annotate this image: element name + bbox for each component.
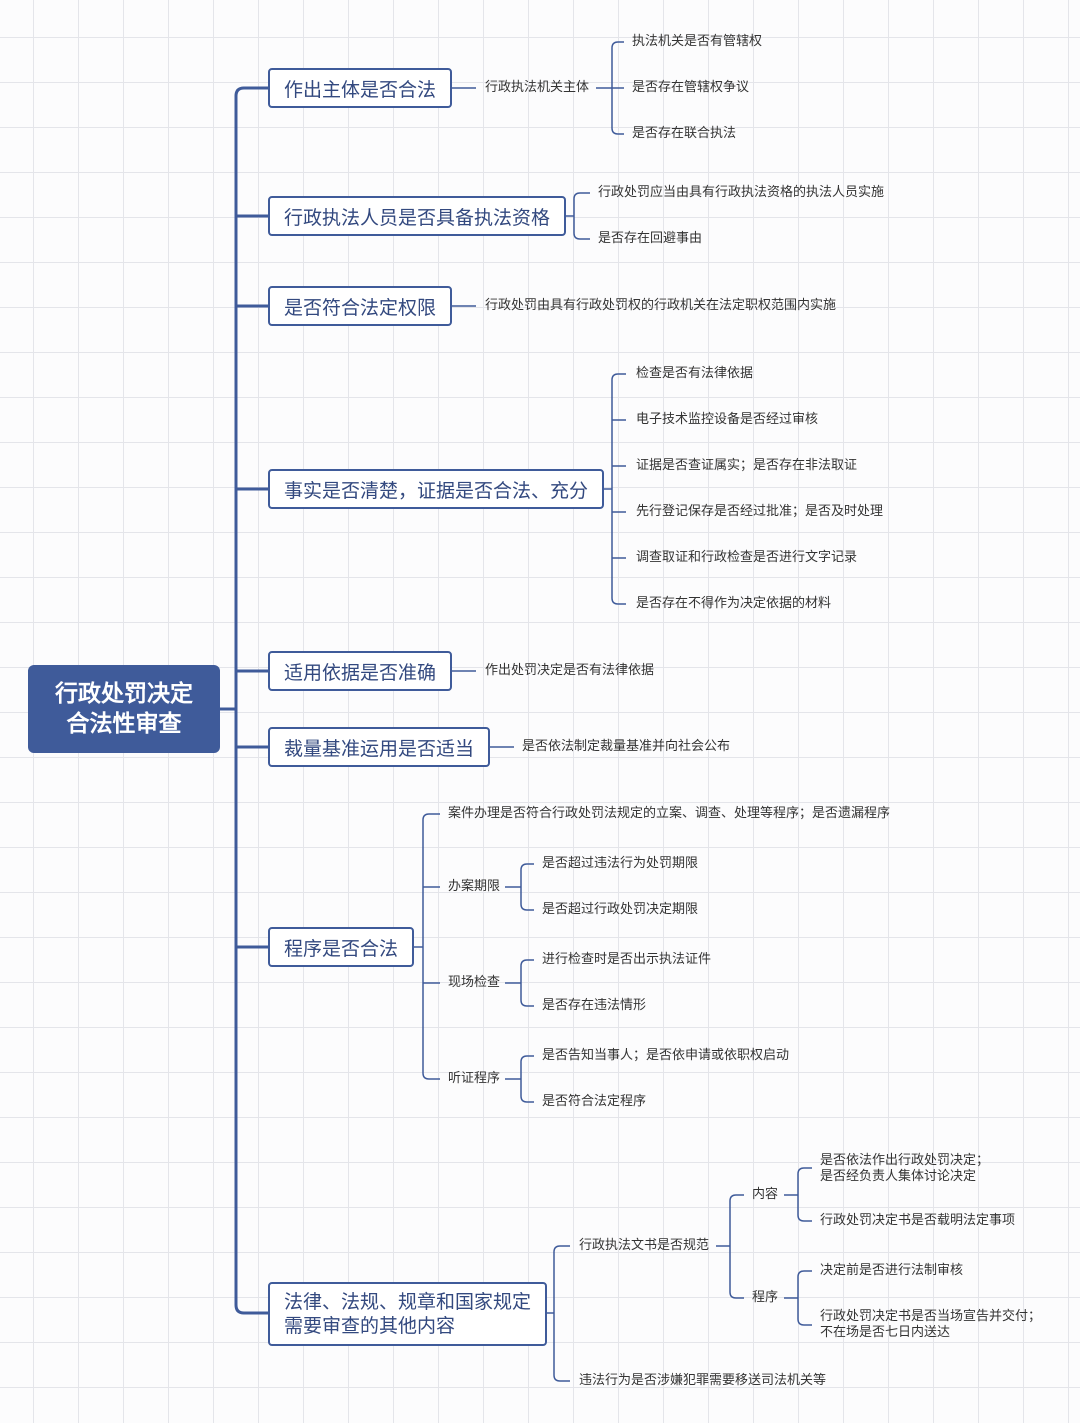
- leaf-jurisdiction-dispute: 是否存在管辖权争议: [632, 80, 750, 95]
- leaf-written-records: 调查取证和行政检查是否进行文字记录: [636, 550, 858, 565]
- leaf-criminal-transfer: 违法行为是否涉嫌犯罪需要移送司法机关等: [579, 1373, 827, 1388]
- leaf-delivery-line1: 行政处罚决定书是否当场宣告并交付；: [820, 1309, 1042, 1324]
- category-other-line1: 法律、法规、规章和国家规定: [284, 1291, 532, 1313]
- leaf-delivery-line2: 不在场是否七日内送达: [820, 1325, 951, 1340]
- leaf-excluded-materials: 是否存在不得作为决定依据的材料: [636, 596, 832, 611]
- bracket-cat2: [573, 192, 590, 240]
- bracket-cat1: [611, 41, 624, 135]
- category-procedure-legality: 程序是否合法: [268, 927, 415, 967]
- category-other-line2: 需要审查的其他内容: [284, 1315, 456, 1337]
- leaf-delivery: 行政处罚决定书是否当场宣告并交付；不在场是否七日内送达: [820, 1309, 1041, 1341]
- leaf-case-procedure: 案件办理是否符合行政处罚法规定的立案、调查、处理等程序；是否遗漏程序: [448, 806, 891, 821]
- leaf-monitoring-equipment: 电子技术监控设备是否经过审核: [636, 412, 819, 427]
- sub-node-enforcement-body: 行政执法机关主体: [485, 80, 590, 95]
- leaf-qualified-personnel: 行政处罚应当由具有行政执法资格的执法人员实施: [598, 185, 885, 200]
- bracket-deadline: [520, 863, 534, 911]
- sub-node-document-standard: 行政执法文书是否规范: [579, 1238, 710, 1253]
- sub-node-hearing: 听证程序: [448, 1071, 501, 1086]
- bracket-document: [729, 1194, 744, 1299]
- root-title-line1: 行政处罚决定: [55, 681, 193, 707]
- bracket-content: [797, 1167, 812, 1222]
- bracket-cat4: [611, 373, 626, 605]
- leaf-jurisdiction: 执法机关是否有管辖权: [632, 34, 763, 49]
- leaf-show-credentials: 进行检查时是否出示执法证件: [542, 952, 712, 967]
- leaf-illegal-conduct: 是否存在违法情形: [542, 998, 647, 1013]
- root-node: 行政处罚决定合法性审查: [28, 665, 220, 753]
- sub-node-case-deadline: 办案期限: [448, 879, 501, 894]
- leaf-decision-discussion-line1: 是否依法作出行政处罚决定；: [820, 1153, 990, 1168]
- root-title-line2: 合法性审查: [66, 711, 182, 737]
- category-statutory-authority: 是否符合法定权限: [268, 286, 453, 326]
- leaf-decision-basis: 作出处罚决定是否有法律依据: [485, 663, 655, 678]
- category-legal-basis: 适用依据是否准确: [268, 651, 453, 691]
- category-personnel-qualification: 行政执法人员是否具备执法资格: [268, 196, 567, 236]
- bracket-cat7: [422, 813, 440, 1080]
- main-trunk: [234, 86, 268, 1315]
- leaf-evidence-verified: 证据是否查证属实；是否存在非法取证: [636, 458, 858, 473]
- category-facts-evidence: 事实是否清楚，证据是否合法、充分: [268, 469, 605, 509]
- leaf-legal-review: 决定前是否进行法制审核: [820, 1263, 964, 1278]
- leaf-statutory-procedure: 是否符合法定程序: [542, 1094, 647, 1109]
- bracket-cat8: [553, 1245, 570, 1382]
- leaf-notify-party: 是否告知当事人；是否依申请或依职权启动: [542, 1048, 790, 1063]
- category-discretion-standard: 裁量基准运用是否适当: [268, 727, 491, 767]
- bracket-procedure: [797, 1270, 812, 1326]
- leaf-statutory-items: 行政处罚决定书是否载明法定事项: [820, 1213, 1016, 1228]
- category-other-review: 法律、法规、规章和国家规定需要审查的其他内容: [268, 1282, 548, 1346]
- leaf-recusal: 是否存在回避事由: [598, 231, 703, 246]
- leaf-joint-enforcement: 是否存在联合执法: [632, 126, 737, 141]
- bracket-inspection: [520, 959, 534, 1007]
- leaf-inspection-basis: 检查是否有法律依据: [636, 366, 754, 381]
- leaf-authority-scope: 行政处罚由具有行政处罚权的行政机关在法定职权范围内实施: [485, 298, 837, 313]
- sub-node-content: 内容: [752, 1187, 779, 1202]
- leaf-preservation-approval: 先行登记保存是否经过批准；是否及时处理: [636, 504, 884, 519]
- leaf-discretion-published: 是否依法制定裁量基准并向社会公布: [522, 739, 731, 754]
- sub-node-procedure: 程序: [752, 1290, 779, 1305]
- leaf-decision-discussion: 是否依法作出行政处罚决定；是否经负责人集体讨论决定: [820, 1153, 989, 1185]
- sub-node-onsite-inspection: 现场检查: [448, 975, 501, 990]
- leaf-decision-period: 是否超过行政处罚决定期限: [542, 902, 699, 917]
- leaf-violation-period: 是否超过违法行为处罚期限: [542, 856, 699, 871]
- leaf-decision-discussion-line2: 是否经负责人集体讨论决定: [820, 1169, 977, 1184]
- bracket-hearing: [520, 1055, 534, 1103]
- category-subject-legality: 作出主体是否合法: [268, 68, 453, 108]
